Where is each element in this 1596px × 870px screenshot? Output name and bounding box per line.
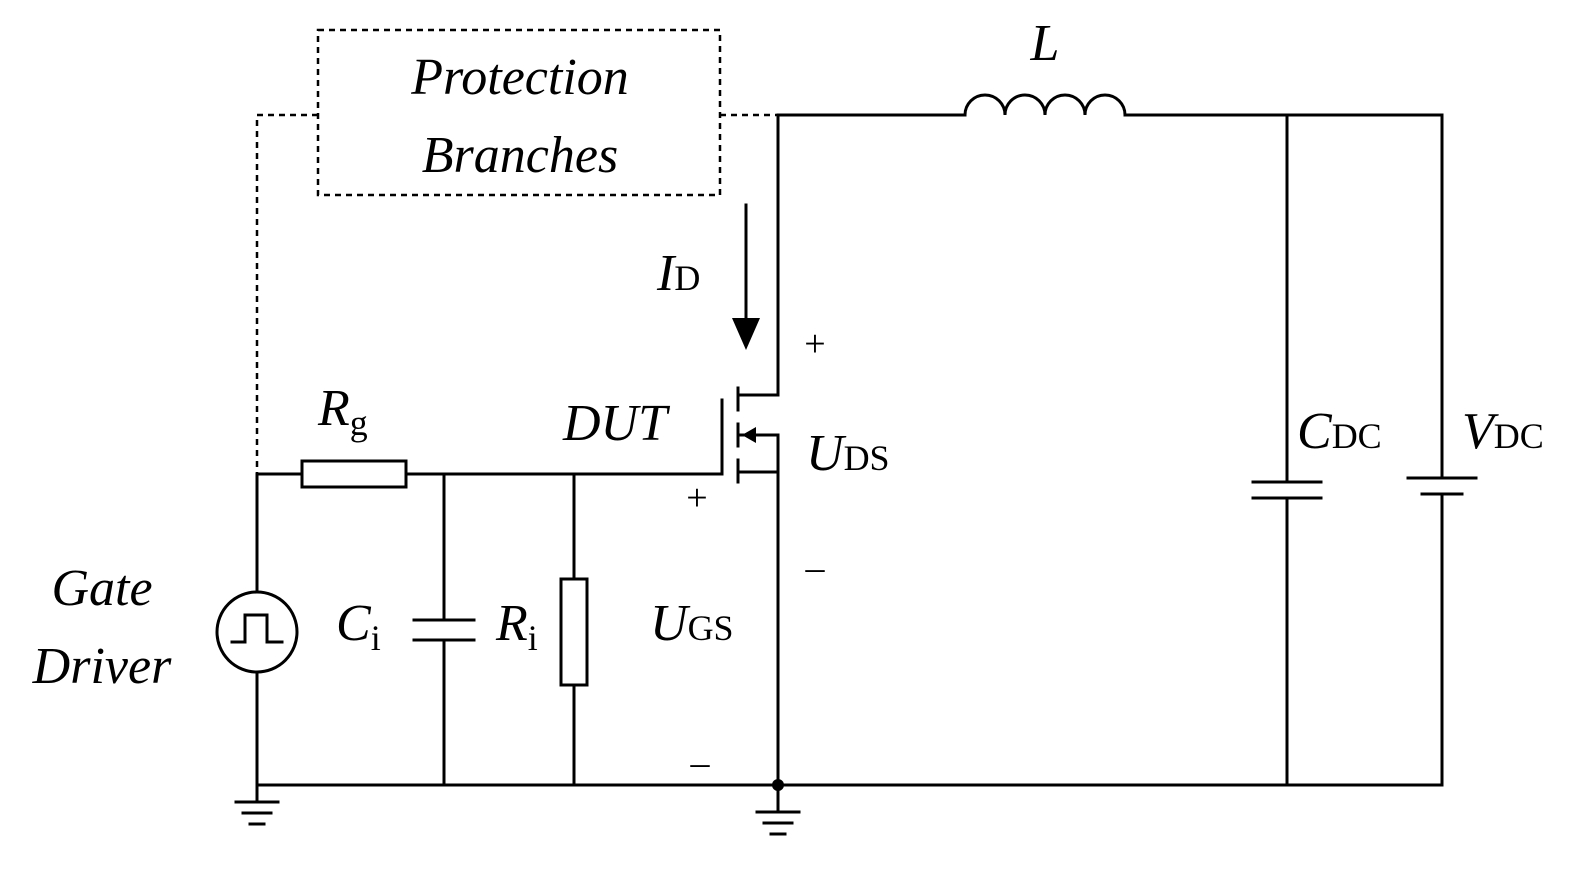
pulse-waveform-icon — [230, 613, 284, 644]
resistor-rg — [300, 459, 408, 489]
drain-current-label: ID — [656, 245, 700, 302]
ri-label: Ri — [495, 595, 538, 658]
voltage-source-vdc: VDC — [1406, 113, 1544, 787]
resistor-ri-group: Ri — [495, 472, 589, 787]
top-rail: L — [776, 15, 1444, 117]
gate-driver-label-line2: Driver — [32, 638, 172, 695]
protection-label-line2: Branches — [422, 127, 618, 184]
drain-current-arrow-head — [732, 318, 760, 350]
protection-branches: Protection Branches — [255, 28, 778, 474]
ground-right-icon — [755, 783, 801, 836]
capacitor-cdc: CDC — [1251, 113, 1382, 787]
vdc-label: VDC — [1462, 403, 1544, 460]
protection-label-line1: Protection — [410, 49, 629, 106]
uds-annotation: + UDS – — [804, 323, 889, 589]
drain-current: ID — [656, 203, 760, 350]
resistor-ri — [559, 577, 589, 687]
ugs-minus: – — [690, 742, 711, 784]
cdc-label: CDC — [1297, 403, 1382, 460]
gate-driver: Gate Driver — [32, 472, 299, 787]
bottom-rail — [255, 779, 1444, 791]
gate-network: Rg — [255, 380, 724, 489]
uds-label: UDS — [806, 425, 890, 482]
ugs-annotation: + UGS – — [650, 477, 734, 784]
protection-left-dash — [255, 113, 318, 474]
dut-label: DUT — [562, 395, 670, 452]
inductor-label: L — [1030, 15, 1060, 72]
gate-driver-label-line1: Gate — [51, 560, 152, 617]
body-arrow — [742, 427, 756, 443]
uds-minus: – — [805, 547, 826, 589]
dut-mosfet: DUT — [562, 113, 780, 787]
driver-source-circle — [215, 590, 299, 674]
rg-label: Rg — [317, 380, 368, 443]
capacitor-ci: Ci — [336, 472, 476, 787]
ground-left-icon — [234, 783, 280, 826]
inductor-l — [963, 93, 1127, 117]
ugs-label: UGS — [650, 595, 734, 652]
uds-plus: + — [804, 323, 825, 365]
protection-box — [316, 28, 722, 197]
ugs-plus: + — [686, 477, 707, 519]
ci-label: Ci — [336, 595, 381, 658]
